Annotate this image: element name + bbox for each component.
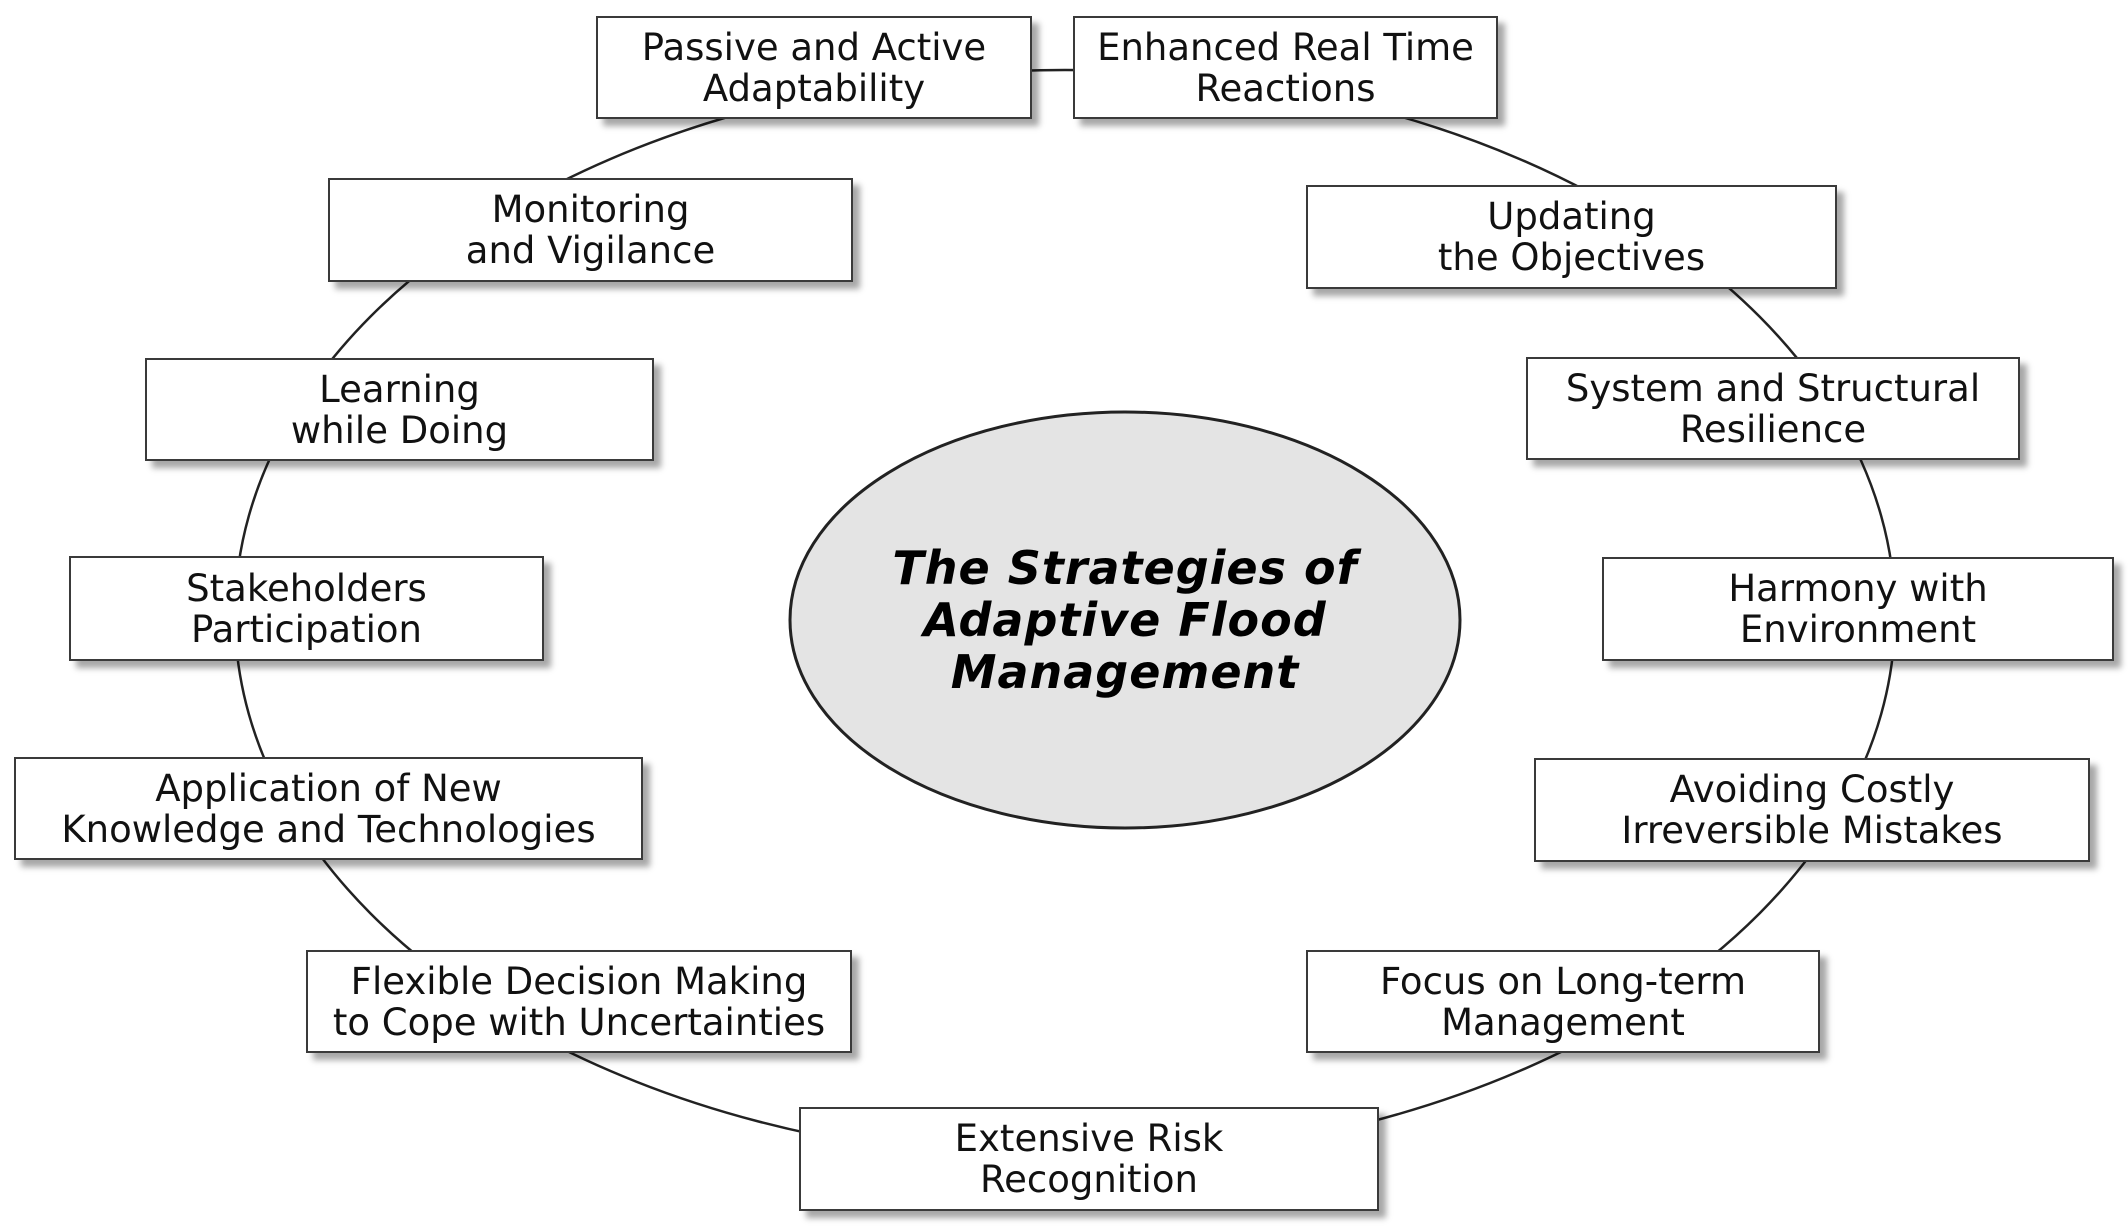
strategy-avoiding-costly-mistakes: Avoiding Costly Irreversible Mistakes bbox=[1534, 758, 2090, 862]
strategy-line1: Flexible Decision Making bbox=[350, 959, 808, 1003]
strategy-line2: Management bbox=[1441, 1000, 1685, 1044]
strategy-line2: Irreversible Mistakes bbox=[1621, 809, 2003, 852]
strategy-line1: Monitoring bbox=[491, 188, 690, 231]
strategy-flexible-decision-making: Flexible Decision Making to Cope with Un… bbox=[306, 950, 852, 1053]
strategy-line2: to Cope with Uncertainties bbox=[332, 1000, 826, 1044]
strategy-line2: Knowledge and Technologies bbox=[61, 807, 596, 851]
strategy-line2: Participation bbox=[191, 607, 422, 651]
strategy-line2: Environment bbox=[1739, 608, 1977, 651]
strategy-line1: Extensive Risk bbox=[954, 1117, 1224, 1160]
strategy-new-knowledge-technologies: Application of New Knowledge and Technol… bbox=[14, 757, 643, 860]
strategy-line1: Focus on Long-term bbox=[1379, 959, 1747, 1003]
strategy-monitoring-vigilance: Monitoring and Vigilance bbox=[328, 178, 853, 282]
strategy-learning-while-doing: Learning while Doing bbox=[145, 358, 654, 461]
center-title-line3: Management bbox=[950, 645, 1300, 699]
strategy-extensive-risk-recognition: Extensive Risk Recognition bbox=[799, 1107, 1379, 1211]
strategy-long-term-management: Focus on Long-term Management bbox=[1306, 950, 1820, 1053]
strategy-line2: Reactions bbox=[1195, 66, 1376, 110]
strategy-line1: Updating bbox=[1487, 195, 1656, 238]
strategy-line1: Application of New bbox=[155, 766, 502, 810]
strategy-updating-objectives: Updating the Objectives bbox=[1306, 185, 1837, 289]
strategy-stakeholders-participation: Stakeholders Participation bbox=[69, 556, 544, 661]
strategy-line2: Recognition bbox=[980, 1158, 1198, 1201]
strategy-line1: Learning bbox=[319, 367, 480, 411]
strategy-line1: Enhanced Real Time bbox=[1097, 25, 1474, 69]
strategy-enhanced-real-time-reactions: Enhanced Real Time Reactions bbox=[1073, 16, 1498, 119]
strategy-line2: Resilience bbox=[1679, 407, 1867, 451]
strategy-line1: Stakeholders bbox=[186, 566, 427, 610]
strategy-line2: the Objectives bbox=[1437, 236, 1706, 279]
center-ellipse bbox=[788, 410, 1462, 830]
center-title-line1: The Strategies of bbox=[892, 541, 1358, 595]
strategy-line2: Adaptability bbox=[702, 66, 926, 110]
strategy-line2: and Vigilance bbox=[465, 229, 716, 272]
strategy-line2: while Doing bbox=[290, 408, 509, 452]
strategy-line1: System and Structural bbox=[1565, 366, 1981, 410]
center-title: The Strategies of Adaptive Flood Managem… bbox=[790, 530, 1460, 710]
strategy-line1: Passive and Active bbox=[641, 25, 987, 69]
strategy-harmony-with-environment: Harmony with Environment bbox=[1602, 557, 2114, 661]
strategy-line1: Harmony with bbox=[1728, 567, 1988, 610]
center-title-line2: Adaptive Flood bbox=[923, 593, 1327, 647]
strategy-system-structural-resilience: System and Structural Resilience bbox=[1526, 357, 2020, 460]
strategy-passive-active-adaptability: Passive and Active Adaptability bbox=[596, 16, 1032, 119]
strategy-line1: Avoiding Costly bbox=[1669, 768, 1955, 811]
